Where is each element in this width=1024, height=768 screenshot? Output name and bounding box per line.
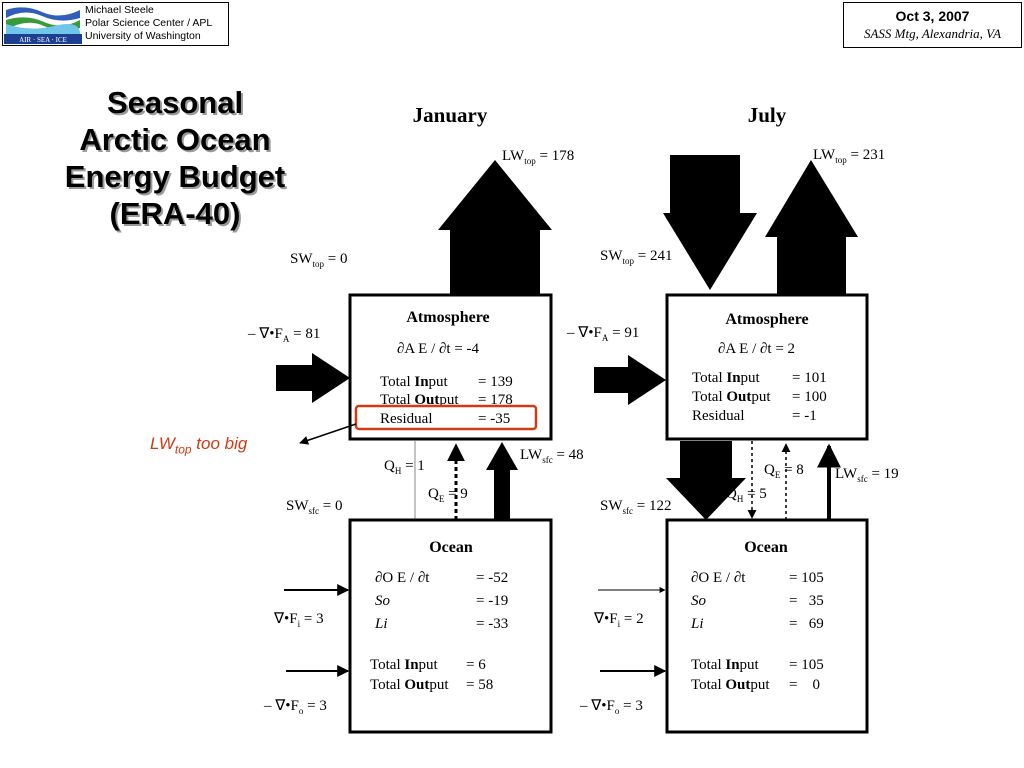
meeting-name: SASS Mtg, Alexandria, VA [863,26,1002,41]
jan-sw-top-label: SWtop = 0 [290,251,347,269]
jul-atm-residual-value: = -1 [792,408,817,424]
jul-lw-sfc-label: LWsfc = 19 [835,466,899,484]
jul-sw-top-label: SWtop = 241 [600,248,672,266]
jan-sw-sfc-label: SWsfc = 0 [286,498,342,516]
annotation-rest: too big [191,434,248,453]
annotation-pointer-arrow [299,423,357,445]
jul-ocn-so-value: = 35 [789,593,824,609]
header-meeting-box: Oct 3, 2007 SASS Mtg, Alexandria, VA [843,2,1022,48]
author-block: Michael Steele Polar Science Center / AP… [85,4,212,43]
jan-ocn-output-value: = 58 [466,677,493,693]
jul-ocn-dodt-value: = 105 [789,570,824,586]
jul-sw-sfc-arrow [666,441,746,520]
jul-atmosphere-heading: Atmosphere [725,311,808,328]
university: University of Washington [85,30,201,42]
jan-atmosphere-box [348,293,553,441]
jul-ocn-input-value: = 105 [789,657,824,673]
jan-div-fo-label: – ∇•Fo = 3 [263,698,327,716]
jul-sw-sfc-label: SWsfc = 122 [600,498,671,516]
jul-ocean-heading: Ocean [744,539,788,556]
jul-div-fa-arrow [594,355,666,405]
jan-lw-top-label: LWtop = 178 [502,148,574,166]
jan-ocn-dodt-label: ∂O E / ∂t [375,570,430,586]
jul-atm-input-value: = 101 [792,370,827,386]
jul-atm-input-label: Total Input [692,370,761,386]
jan-qh-label: QH = 1 [384,458,425,476]
jul-atm-output-value: = 100 [792,389,827,405]
jul-qe-label: QE = 8 [764,462,804,480]
title-line-2: Arctic Ocean [79,122,271,157]
january-heading: January [413,103,488,127]
jul-sw-top-arrow [663,155,757,290]
lw-top-too-big-annotation: LWtop too big [150,434,247,456]
jul-atm-output-label: Total Output [692,389,771,405]
jul-atm-dadt: ∂A E / ∂t = 2 [718,341,795,357]
annotation-sub: top [174,442,192,457]
jan-atm-input-label: Total Input [380,374,449,390]
jan-atm-residual-label: Residual [380,411,433,427]
jul-lw-top-label: LWtop = 231 [813,147,885,165]
jan-qe-label: QE = 9 [428,486,468,504]
jul-ocn-input-label: Total Input [691,657,760,673]
jul-ocn-dodt-label: ∂O E / ∂t [691,570,746,586]
jul-ocn-output-value: = 0 [789,677,820,693]
jul-lw-top-arrow [765,160,858,295]
jan-atm-output-label: Total Output [380,392,459,408]
jan-ocn-li-label: Li [374,616,388,632]
slide-title: Seasonal Arctic Ocean Energy Budget (ERA… [30,84,320,232]
jul-ocean-box [665,518,869,734]
jul-div-fi-label: ∇•Fi = 2 [593,611,644,629]
air-sea-ice-logo: AIR · SEA · ICE [4,4,82,44]
jan-lw-sfc-label: LWsfc = 48 [520,447,584,465]
jan-atm-output-value: = 178 [478,392,513,408]
jan-lw-sfc-arrow [486,442,518,520]
jan-ocean-heading: Ocean [429,539,473,556]
title-line-1: Seasonal [106,85,244,120]
jan-atm-dadt: ∂A E / ∂t = -4 [397,341,480,357]
jan-ocn-input-label: Total Input [370,657,439,673]
author-name: Michael Steele [85,4,154,16]
jan-ocean-box [348,518,553,734]
title-line-4: (ERA-40) [109,196,241,231]
jan-ocn-input-value: = 6 [466,657,486,673]
jan-atmosphere-heading: Atmosphere [406,309,489,326]
annotation-main: LW [150,434,175,453]
logo-text: AIR · SEA · ICE [19,36,67,44]
jul-qh-label: QH = 5 [726,486,767,504]
jan-div-fa-arrow [276,353,350,403]
jan-ocn-li-value: = -33 [476,616,508,632]
jul-atm-residual-label: Residual [692,408,745,424]
jul-atmosphere-box [665,293,869,441]
jul-div-fa-label: – ∇•FA = 91 [566,325,639,343]
jan-ocn-output-label: Total Output [370,677,449,693]
jul-div-fo-label: – ∇•Fo = 3 [579,698,643,716]
jan-ocn-so-value: = -19 [476,593,508,609]
header-affiliation-box: AIR · SEA · ICE Michael Steele Polar Sci… [2,2,229,46]
title-line-3: Energy Budget [64,159,286,194]
residual-highlight-box [354,404,538,431]
jul-ocn-li-value: = 69 [789,616,824,632]
jan-lw-top-arrow [438,160,552,295]
jan-ocn-dodt-value: = -52 [476,570,508,586]
affiliation: Polar Science Center / APL [85,17,213,29]
jan-div-fi-label: ∇•Fi = 3 [273,611,324,629]
jan-ocn-so-label: So [375,593,391,609]
jul-ocn-li-label: Li [690,616,704,632]
jan-atm-residual-value: = -35 [478,411,510,427]
meeting-date: Oct 3, 2007 [895,8,970,24]
jan-div-fa-label: – ∇•FA = 81 [247,326,320,344]
jan-atm-input-value: = 139 [478,374,513,390]
jul-ocn-so-label: So [691,593,707,609]
july-heading: July [748,103,787,127]
jul-ocn-output-label: Total Output [691,677,770,693]
